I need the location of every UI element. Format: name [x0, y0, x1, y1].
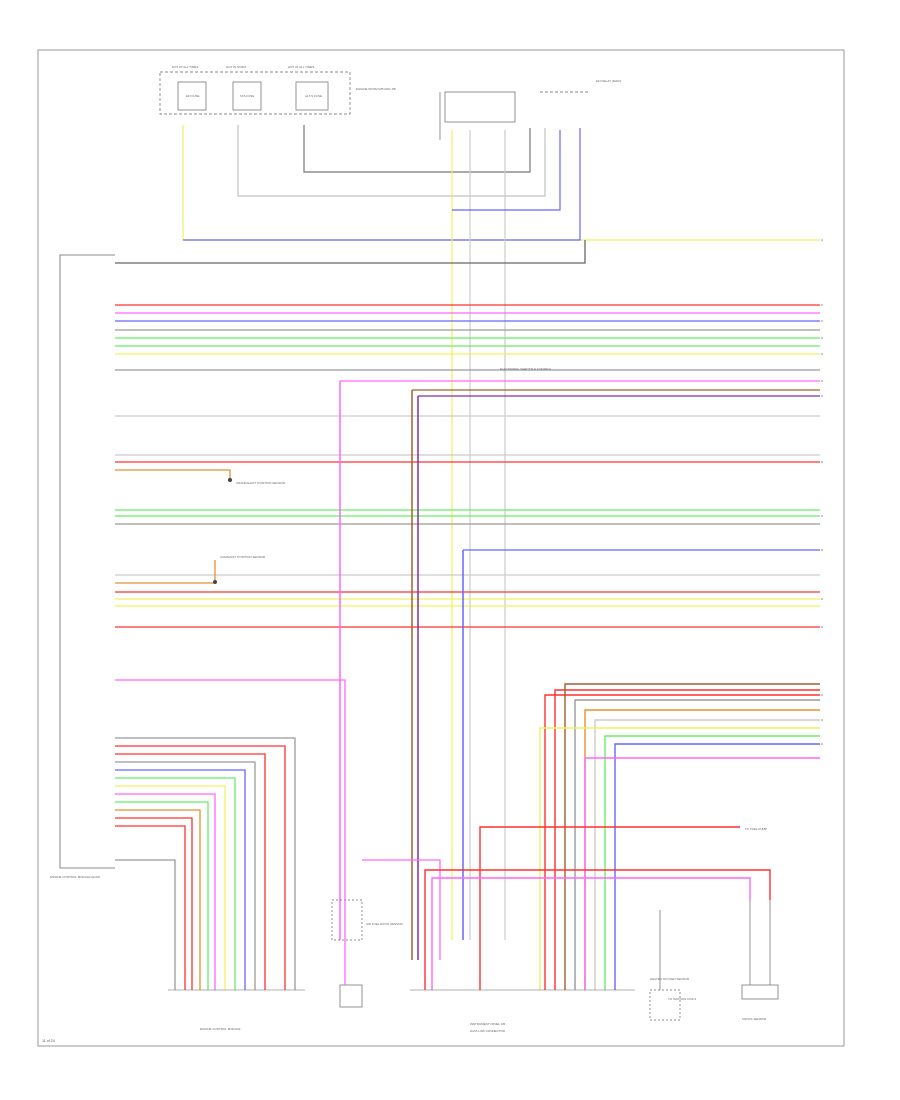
lower-right-harness: [424, 683, 820, 990]
fuse-output-wires: [182, 125, 820, 241]
fuse-hot-label-3: HOT AT ALL TIMES: [288, 65, 314, 69]
bottom-center-sublabel: DATA LINK CONNECTOR: [470, 1029, 506, 1033]
footer-code: 11 of 24: [42, 1039, 55, 1043]
fuse-hot-label-1: HOT AT ALL TIMES: [172, 65, 198, 69]
aux-label2: HEATED OXYGEN SENSOR: [650, 977, 690, 981]
cam-sensor-node: [213, 580, 217, 584]
bottom-right-components: [649, 900, 779, 1021]
right-edge-ticks: [821, 239, 823, 745]
bottom-left-label: ENGINE CONTROL MODULE: [200, 1027, 241, 1031]
diagram-border: [37, 49, 845, 1047]
ecm-harness-lines: [115, 240, 820, 870]
bottom-right-label: KNOCK SENSOR: [742, 1017, 767, 1021]
ecm-outline: [59, 254, 115, 869]
fuse-name-1: EFI FUSE: [186, 94, 200, 98]
relay-label: EFI RELAY (MAIN): [596, 79, 621, 83]
fuse-name-2: STA FUSE: [240, 94, 254, 98]
lower-left-harness: [115, 737, 296, 990]
throttle-label: ELECTRONIC THROTTLE CONTROL: [500, 367, 552, 371]
fuse-name-3: ALT-S FUSE: [305, 94, 322, 98]
relay-wires: [451, 130, 561, 940]
fuse-box-note: ENGINE ROOM R/B AND J/B: [356, 87, 396, 91]
bottom-center-label: INSTRUMENT PANEL J/B: [470, 1022, 505, 1026]
fuse-box-group: [159, 71, 351, 115]
crank-sensor-node: [228, 478, 232, 482]
bottom-right-note: TO IGNITION COILS: [668, 997, 696, 1001]
ecm-label: ENGINE CONTROL MODULE (ECM): [50, 875, 100, 879]
right-note: TO FUEL PUMP: [745, 827, 767, 831]
crank-label: CRANKSHAFT POSITION SENSOR: [236, 481, 286, 485]
vertical-trunks: [339, 381, 464, 960]
center-connector: [331, 859, 441, 1008]
relay-box: [439, 91, 590, 140]
center-connector-label: AIR FUEL RATIO SENSOR: [366, 922, 404, 926]
fuse-hot-label-2: HOT IN START: [226, 65, 247, 69]
cam-label: CAMSHAFT POSITION SENSOR: [220, 555, 266, 559]
